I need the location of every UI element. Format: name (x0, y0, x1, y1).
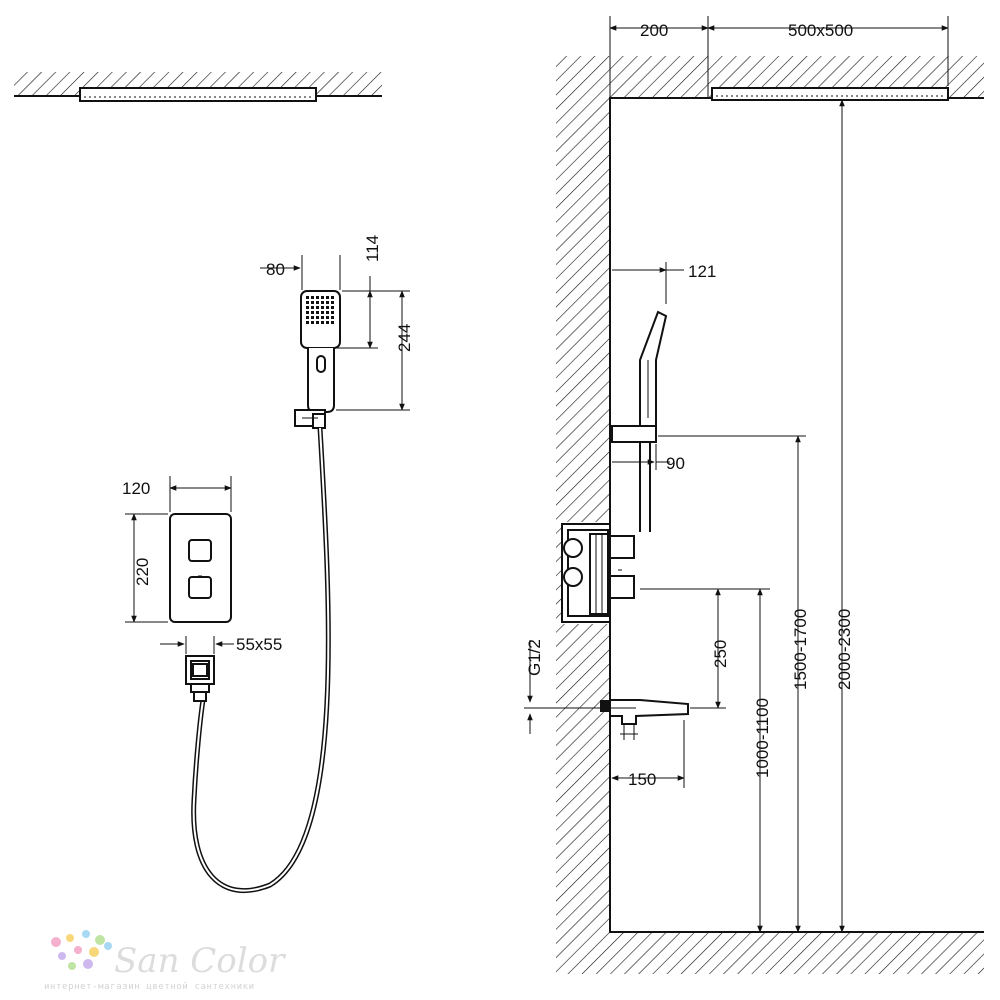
nozzle (311, 306, 314, 309)
logo-name: San Color (114, 941, 286, 981)
dim-lines-front (125, 255, 410, 654)
nozzle (321, 311, 324, 314)
label-panel-height: 220 (133, 558, 152, 586)
logo-dot (89, 947, 99, 957)
handshower-holder (294, 409, 326, 429)
nozzle (316, 321, 319, 324)
logo-dot (95, 935, 105, 945)
wall-hatch (556, 56, 610, 974)
nozzle (326, 301, 329, 304)
side-view: 200 500x500 121 90 G1/2 250 150 1000-110… (524, 16, 984, 974)
wall-outline (609, 97, 984, 933)
dim-lines-side (524, 16, 949, 933)
bath-spout (600, 699, 689, 740)
label-outlet-size: 55x55 (236, 635, 282, 654)
nozzle (321, 296, 324, 299)
nozzle (306, 306, 309, 309)
nozzle (326, 306, 329, 309)
label-handshower-head-height: 114 (363, 235, 382, 262)
nozzle (316, 316, 319, 319)
rain-shower-side (711, 87, 949, 101)
logo-dot (68, 962, 76, 970)
nozzle (311, 311, 314, 314)
sancolor-logo: San Color интернет-магазин цветной санте… (44, 930, 286, 992)
label-handshower-total-height: 244 (395, 324, 414, 352)
floor-hatch (610, 932, 984, 974)
nozzle (316, 306, 319, 309)
logo-dot (74, 946, 82, 954)
logo-dot (66, 934, 74, 942)
concealed-mixer-box (561, 523, 635, 623)
logo-tagline: интернет-магазин цветной сантехники (44, 982, 255, 992)
nozzle (321, 306, 324, 309)
nozzle (326, 316, 329, 319)
nozzle (331, 301, 334, 304)
logo-dot (58, 952, 66, 960)
label-handshower-projection: 121 (688, 262, 716, 281)
label-ceiling-height: 2000-2300 (835, 609, 854, 690)
nozzle (321, 321, 324, 324)
label-spout-height: 1000-1100 (753, 698, 772, 778)
rain-shower-front (79, 87, 317, 102)
nozzle (331, 316, 334, 319)
nozzle (316, 296, 319, 299)
handshower-side (611, 310, 668, 532)
label-rain-shower-size: 500x500 (788, 21, 853, 40)
handshower-front (300, 290, 341, 413)
thermostat-panel-front (169, 513, 232, 623)
nozzle (326, 296, 329, 299)
logo-dot (83, 959, 93, 969)
nozzle (326, 311, 329, 314)
nozzle (311, 301, 314, 304)
nozzle (331, 321, 334, 324)
nozzle (306, 301, 309, 304)
label-panel-width: 120 (122, 479, 150, 498)
label-holder-height: 1500-1700 (791, 609, 810, 690)
nozzle (306, 296, 309, 299)
nozzle (321, 316, 324, 319)
label-wall-offset: 200 (640, 21, 668, 40)
front-view: 80 114 244 120 220 55x55 (14, 72, 414, 893)
nozzle (311, 296, 314, 299)
spray-nozzle-grid (306, 296, 334, 324)
nozzle (331, 296, 334, 299)
nozzle (306, 321, 309, 324)
nozzle (311, 316, 314, 319)
label-thread: G1/2 (525, 639, 544, 676)
wall-outlet-front (185, 655, 215, 702)
nozzle (306, 316, 309, 319)
logo-dot (104, 942, 112, 950)
label-spout-length: 150 (628, 770, 656, 789)
label-mixer-to-spout: 250 (711, 640, 730, 668)
nozzle (316, 311, 319, 314)
nozzle (311, 321, 314, 324)
nozzle (331, 311, 334, 314)
label-holder-projection: 90 (666, 454, 685, 473)
label-handshower-width: 80 (266, 260, 285, 279)
nozzle (331, 306, 334, 309)
logo-dot (82, 930, 90, 938)
logo-dots (51, 930, 112, 970)
nozzle (321, 301, 324, 304)
nozzle (316, 301, 319, 304)
nozzle (306, 311, 309, 314)
logo-dot (51, 937, 61, 947)
nozzle (326, 321, 329, 324)
